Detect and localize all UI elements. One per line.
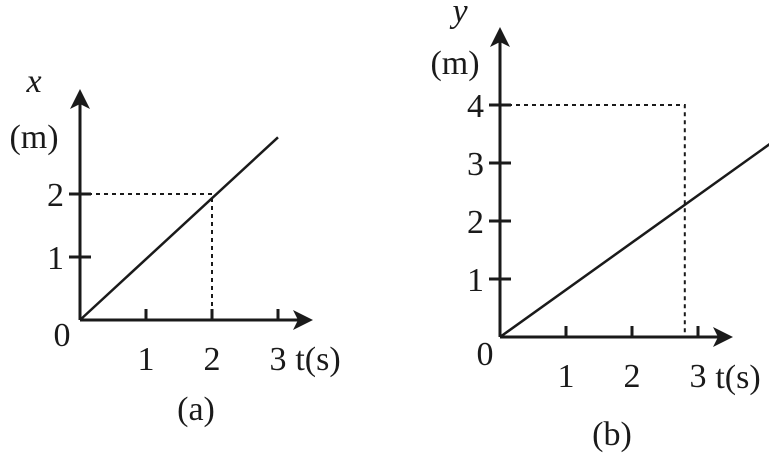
x-tick-label: 1 [558, 358, 575, 395]
y-tick-label: 1 [467, 262, 484, 299]
panel-label-a: (a) [177, 391, 215, 428]
y-tick-label: 4 [467, 88, 484, 125]
y-tick-label: 2 [47, 177, 64, 214]
y-axis-unit: (m) [9, 119, 58, 156]
x-tick-label: 3 [270, 341, 287, 378]
tick-marks [489, 103, 700, 337]
reference-lines [500, 104, 686, 337]
series-lines [79, 136, 279, 321]
tick-labels: 1 2 3 1 2 3 4 [467, 88, 707, 395]
reference-dashed-line [500, 104, 686, 337]
x-axis-label: t(s) [715, 359, 760, 396]
y-axis-unit: (m) [430, 45, 479, 82]
x-tick-label: 2 [624, 358, 641, 395]
origin-label: 0 [54, 317, 71, 354]
reference-dashed-line [80, 193, 213, 320]
chart-panel-a: 1 2 3 1 2 0 x (m) t(s) (a) [9, 63, 340, 428]
origin-label: 0 [477, 336, 494, 373]
y-tick-label: 3 [467, 146, 484, 183]
tick-labels: 1 2 3 1 2 [47, 177, 287, 378]
y-axis-symbol: x [25, 63, 41, 100]
x-axis-label: t(s) [295, 341, 340, 378]
chart-panel-b: 1 2 3 1 2 3 4 0 y (m) t(s) (b) [430, 0, 769, 453]
y-tick-label: 1 [47, 240, 64, 277]
series-line [499, 143, 769, 339]
series-lines [499, 143, 769, 339]
reference-lines [80, 193, 213, 320]
series-line [79, 136, 279, 321]
x-tick-label: 1 [138, 341, 155, 378]
x-tick-label: 2 [204, 341, 221, 378]
panel-label-b: (b) [592, 416, 632, 453]
y-axis-symbol: y [449, 0, 468, 30]
x-tick-label: 3 [690, 358, 707, 395]
y-tick-label: 2 [467, 204, 484, 241]
